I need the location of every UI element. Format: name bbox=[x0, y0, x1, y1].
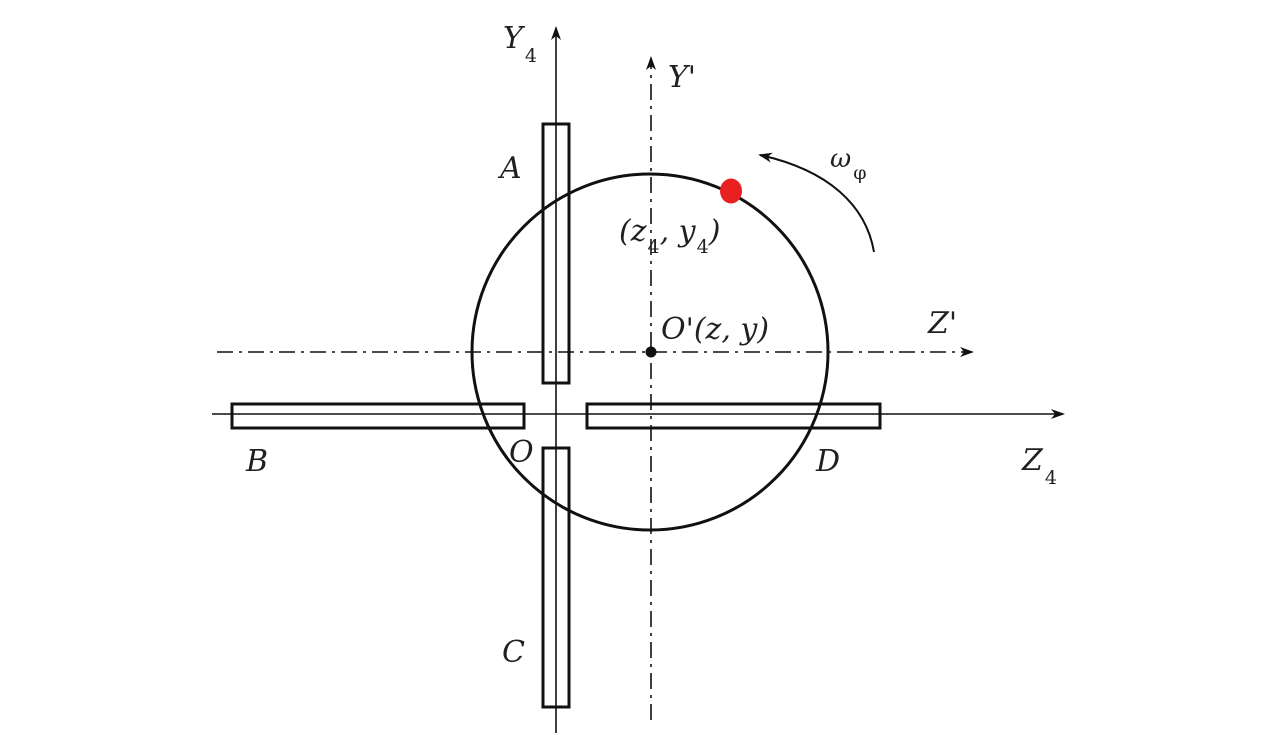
electrode-a-label: A bbox=[497, 151, 522, 186]
electrode-c-plate bbox=[541, 446, 571, 709]
rotation-arrow bbox=[758, 152, 875, 253]
y-prime-axis-label: Y' bbox=[668, 60, 696, 95]
electrode-d-plate bbox=[585, 402, 882, 430]
electrode-a-plate bbox=[541, 122, 571, 385]
electrode-c-label: C bbox=[502, 635, 525, 670]
electrode-b-label: B bbox=[245, 444, 268, 479]
orbit-point bbox=[720, 178, 742, 204]
center-label: O'(z, y) bbox=[661, 312, 769, 347]
origin-label: O bbox=[509, 435, 534, 470]
electrode-b-plate bbox=[230, 402, 526, 430]
electrode-d-label: D bbox=[815, 444, 840, 479]
orbit-circle bbox=[470, 172, 830, 532]
center-point bbox=[645, 346, 657, 358]
point-coordinate-label: (z4, y4) bbox=[619, 214, 720, 258]
z-prime-axis-label: Z' bbox=[927, 306, 957, 341]
